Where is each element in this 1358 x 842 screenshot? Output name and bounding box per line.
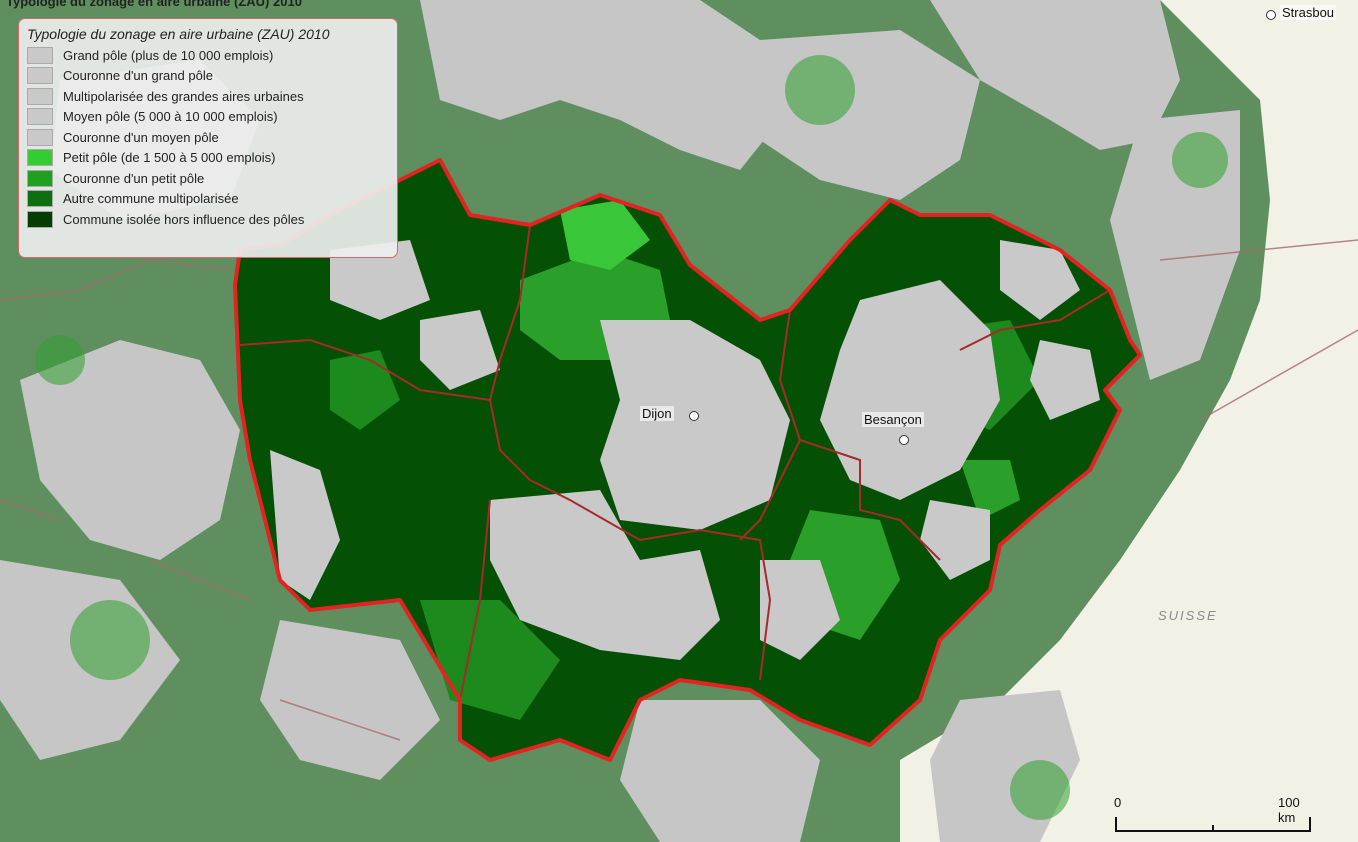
legend-label: Multipolarisée des grandes aires urbaine… (63, 88, 304, 104)
map-title: Typologie du zonage en aire urbaine (ZAU… (6, 0, 302, 9)
legend-label: Couronne d'un petit pôle (63, 170, 205, 186)
grey-urban-area (920, 500, 990, 580)
external-border (0, 239, 1358, 741)
legend-item: Commune isolée hors influence des pôles (27, 209, 389, 230)
department-border (959, 289, 1111, 351)
legend-label: Commune isolée hors influence des pôles (63, 211, 305, 227)
scale-start-label: 0 (1114, 795, 1122, 810)
legend-label: Couronne d'un grand pôle (63, 68, 213, 84)
country-label-suisse: SUISSE (1158, 608, 1218, 623)
dijon-urban-area (600, 320, 790, 530)
grey-urban-area (270, 450, 340, 600)
petit-pole-zone (960, 460, 1020, 520)
region-outline (233, 158, 1142, 762)
petit-pole-zone (330, 350, 400, 430)
legend-swatch (27, 190, 53, 208)
besancon-urban-area (820, 280, 1000, 500)
map-legend: Typologie du zonage en aire urbaine (ZAU… (18, 18, 398, 258)
scale-ruler (1115, 817, 1311, 832)
city-label-strasbourg: Strasbou (1280, 5, 1337, 20)
grey-urban-area (1030, 340, 1100, 420)
legend-item: Couronne d'un moyen pôle (27, 127, 389, 148)
grey-urban-area (620, 700, 820, 842)
green-patch (1172, 132, 1228, 188)
city-marker-besancon[interactable] (899, 435, 909, 445)
department-border (489, 224, 531, 401)
legend-label: Petit pôle (de 1 500 à 5 000 emplois) (63, 150, 276, 166)
grey-urban-area (490, 490, 720, 660)
legend-item: Petit pôle (de 1 500 à 5 000 emplois) (27, 148, 389, 169)
legend-swatch (27, 128, 53, 146)
grey-urban-area (330, 240, 430, 320)
legend-item: Grand pôle (plus de 10 000 emplois) (27, 45, 389, 66)
legend-swatch (27, 46, 53, 64)
legend-item: Autre commune multipolarisée (27, 189, 389, 210)
legend-swatch (27, 108, 53, 126)
grey-urban-area (760, 560, 840, 660)
legend-swatch (27, 67, 53, 85)
city-marker-dijon[interactable] (689, 411, 699, 421)
grey-urban-area (1000, 240, 1080, 320)
legend-swatch (27, 149, 53, 167)
petit-pole-zone (560, 200, 650, 270)
legend-label: Moyen pôle (5 000 à 10 000 emplois) (63, 109, 278, 125)
legend-label: Autre commune multipolarisée (63, 191, 239, 207)
grey-urban-area (20, 340, 240, 560)
legend-item: Moyen pôle (5 000 à 10 000 emplois) (27, 107, 389, 128)
city-marker-strasbourg[interactable] (1266, 10, 1276, 20)
legend-swatch (27, 87, 53, 105)
green-patch (70, 600, 150, 680)
legend-label: Couronne d'un moyen pôle (63, 129, 219, 145)
green-patch (1010, 760, 1070, 820)
department-border (459, 499, 491, 701)
green-patch (785, 55, 855, 125)
department-border (239, 338, 772, 681)
department-border (799, 439, 941, 561)
switzerland-area (900, 0, 1358, 842)
green-patch (35, 335, 85, 385)
legend-swatch (27, 169, 53, 187)
grey-urban-area (420, 0, 780, 170)
grey-urban-area (260, 620, 440, 780)
legend-label: Grand pôle (plus de 10 000 emplois) (63, 47, 274, 63)
grey-urban-area (930, 0, 1180, 150)
legend-item: Couronne d'un grand pôle (27, 66, 389, 87)
legend-title: Typologie du zonage en aire urbaine (ZAU… (27, 26, 330, 42)
scale-bar: 0 100 km (1110, 795, 1320, 835)
legend-item: Multipolarisée des grandes aires urbaine… (27, 86, 389, 107)
city-label-dijon: Dijon (640, 406, 674, 421)
legend-swatch (27, 210, 53, 228)
legend-item: Couronne d'un petit pôle (27, 168, 389, 189)
grey-urban-area (420, 310, 500, 390)
city-label-besancon: Besançon (862, 412, 924, 427)
scale-end-label: 100 km (1278, 795, 1300, 825)
